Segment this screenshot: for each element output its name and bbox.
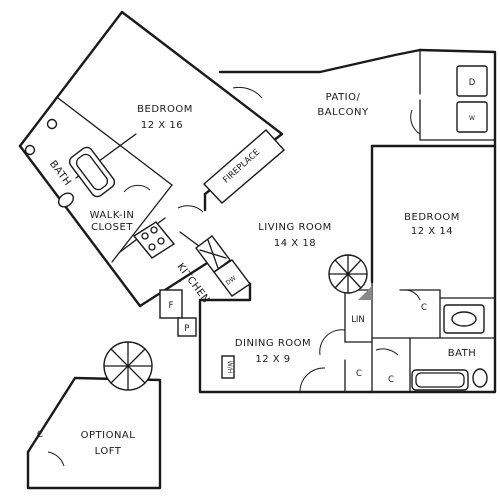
loft-walls xyxy=(26,341,162,490)
pantry-label: P xyxy=(184,324,189,334)
walkin-closet-line2: CLOSET xyxy=(91,222,133,233)
bedroom1-size: 12 X 16 xyxy=(141,120,183,131)
linen-closet-label: LIN xyxy=(351,315,365,325)
bath2-fixtures xyxy=(411,304,488,391)
fridge-label: F xyxy=(169,301,174,311)
water-heater-label: W/H xyxy=(226,361,233,373)
dishwasher-label: DW xyxy=(225,275,238,287)
patio-label-line1: PATIO/ xyxy=(326,92,361,103)
dining-room-name: DINING ROOM xyxy=(235,338,311,349)
bath2-label: BATH xyxy=(448,348,477,359)
walkin-closet-line1: WALK-IN xyxy=(90,210,135,221)
closet-label-bed2: C xyxy=(421,303,427,313)
bedroom2-name: BEDROOM xyxy=(404,212,460,223)
washer-label: W xyxy=(469,115,475,122)
living-room-name: LIVING ROOM xyxy=(258,222,332,233)
dining-room-size: 12 X 9 xyxy=(255,354,290,365)
water-heater xyxy=(221,355,235,379)
fireplace: FIREPLACE xyxy=(202,129,286,204)
spiral-stair-main xyxy=(328,254,372,300)
living-room-size: 14 X 18 xyxy=(274,238,316,249)
loft-label-line1: OPTIONAL xyxy=(81,430,136,441)
bath1-fixtures xyxy=(24,118,116,208)
main-walls xyxy=(198,48,497,394)
patio-label-line2: BALCONY xyxy=(317,107,369,118)
laundry: D W xyxy=(456,65,488,133)
door-swings xyxy=(123,86,421,393)
bedroom2-size: 12 X 14 xyxy=(411,226,453,237)
kitchen-fixtures: DW F P xyxy=(132,221,252,337)
bedroom1-name: BEDROOM xyxy=(137,104,193,115)
closet-label-dining1: C xyxy=(356,369,362,379)
closet-label-dining2: C xyxy=(388,375,394,385)
closet-label-loft: C xyxy=(37,430,43,440)
loft-label-line2: LOFT xyxy=(95,446,122,457)
dryer-label: D xyxy=(469,78,476,88)
